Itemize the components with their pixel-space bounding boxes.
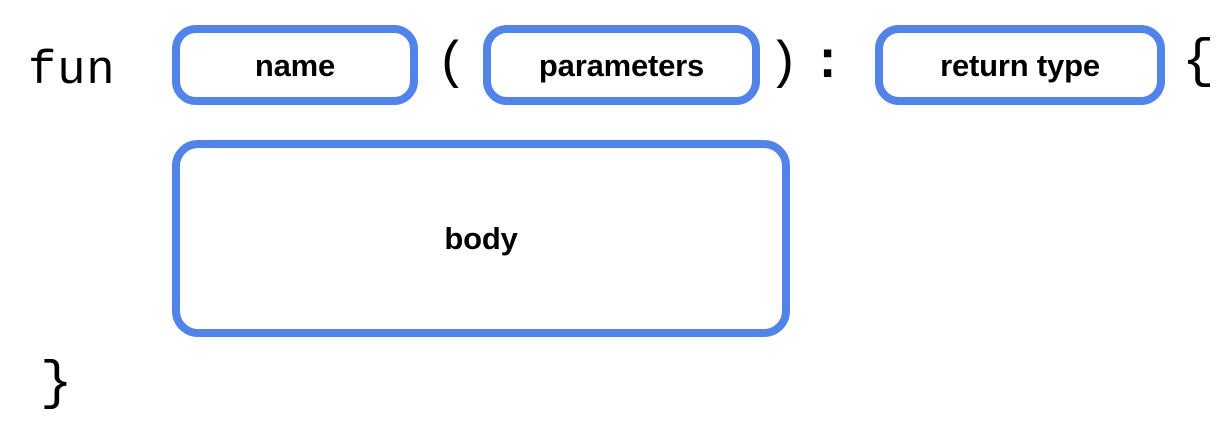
slot-name[interactable]: name	[172, 25, 418, 105]
keyword-fun-token: fun	[28, 45, 116, 98]
slot-return-type-label: return type	[940, 47, 1100, 83]
slot-body[interactable]: body	[172, 140, 790, 337]
close-paren-token: )	[768, 34, 800, 93]
slot-parameters[interactable]: parameters	[483, 25, 760, 105]
slot-parameters-label: parameters	[538, 47, 705, 83]
slot-body-label: body	[444, 221, 518, 256]
close-brace-token: }	[40, 354, 73, 415]
open-brace-token: {	[1182, 32, 1215, 93]
colon-token: :	[812, 34, 844, 93]
slot-return-type[interactable]: return type	[875, 25, 1165, 105]
slot-name-label: name	[254, 47, 336, 83]
open-paren-token: (	[436, 34, 468, 93]
